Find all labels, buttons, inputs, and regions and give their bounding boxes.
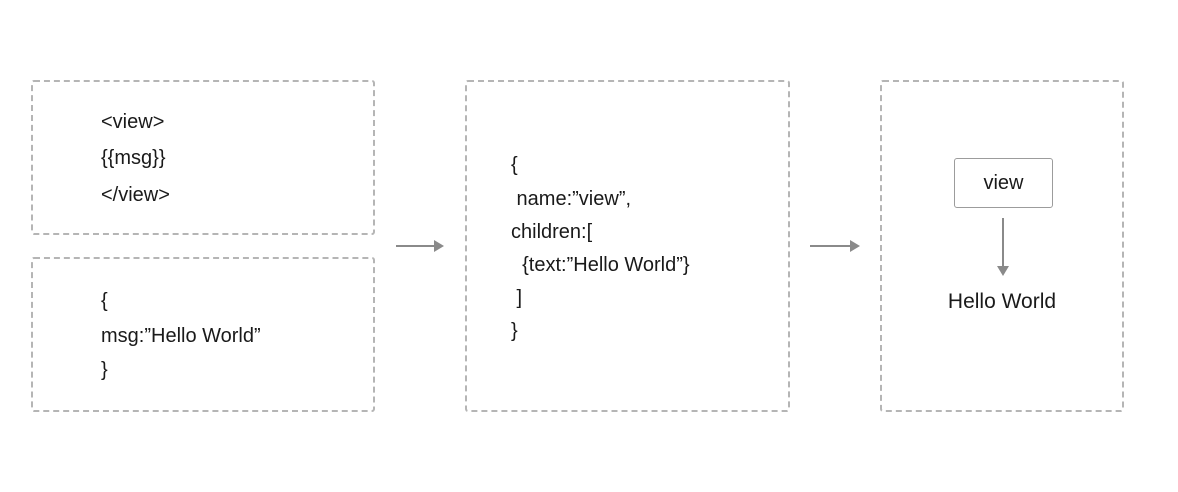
template-line-open-tag: <view> (101, 111, 165, 133)
rendered-text: Hello World (947, 290, 1057, 313)
template-box: <view> {{msg}} </view> (31, 80, 375, 235)
template-line-close-tag: </view> (101, 184, 170, 206)
view-node: view (954, 158, 1053, 208)
vdom-line-2: name:”view”, (511, 188, 632, 210)
vdom-line-6: } (511, 320, 518, 342)
arrow-right-icon (810, 240, 860, 252)
vdom-line-4: {text:”Hello World”} (511, 254, 690, 276)
data-line-msg: msg:”Hello World” (101, 325, 261, 347)
vdom-line-1: { (511, 154, 518, 176)
data-line-open-brace: { (101, 290, 108, 312)
vdom-line-5: ] (511, 287, 523, 309)
vdom-line-3: children:[ (511, 221, 593, 243)
virtual-dom-box: { name:”view”, children:[ {text:”Hello W… (465, 80, 790, 412)
arrow-right-icon (396, 240, 444, 252)
template-line-binding: {{msg}} (101, 147, 166, 169)
rendered-output-box: view Hello World (880, 80, 1124, 412)
data-line-close-brace: } (101, 359, 108, 381)
arrow-down-icon (997, 218, 1009, 276)
data-box: { msg:”Hello World” } (31, 257, 375, 412)
